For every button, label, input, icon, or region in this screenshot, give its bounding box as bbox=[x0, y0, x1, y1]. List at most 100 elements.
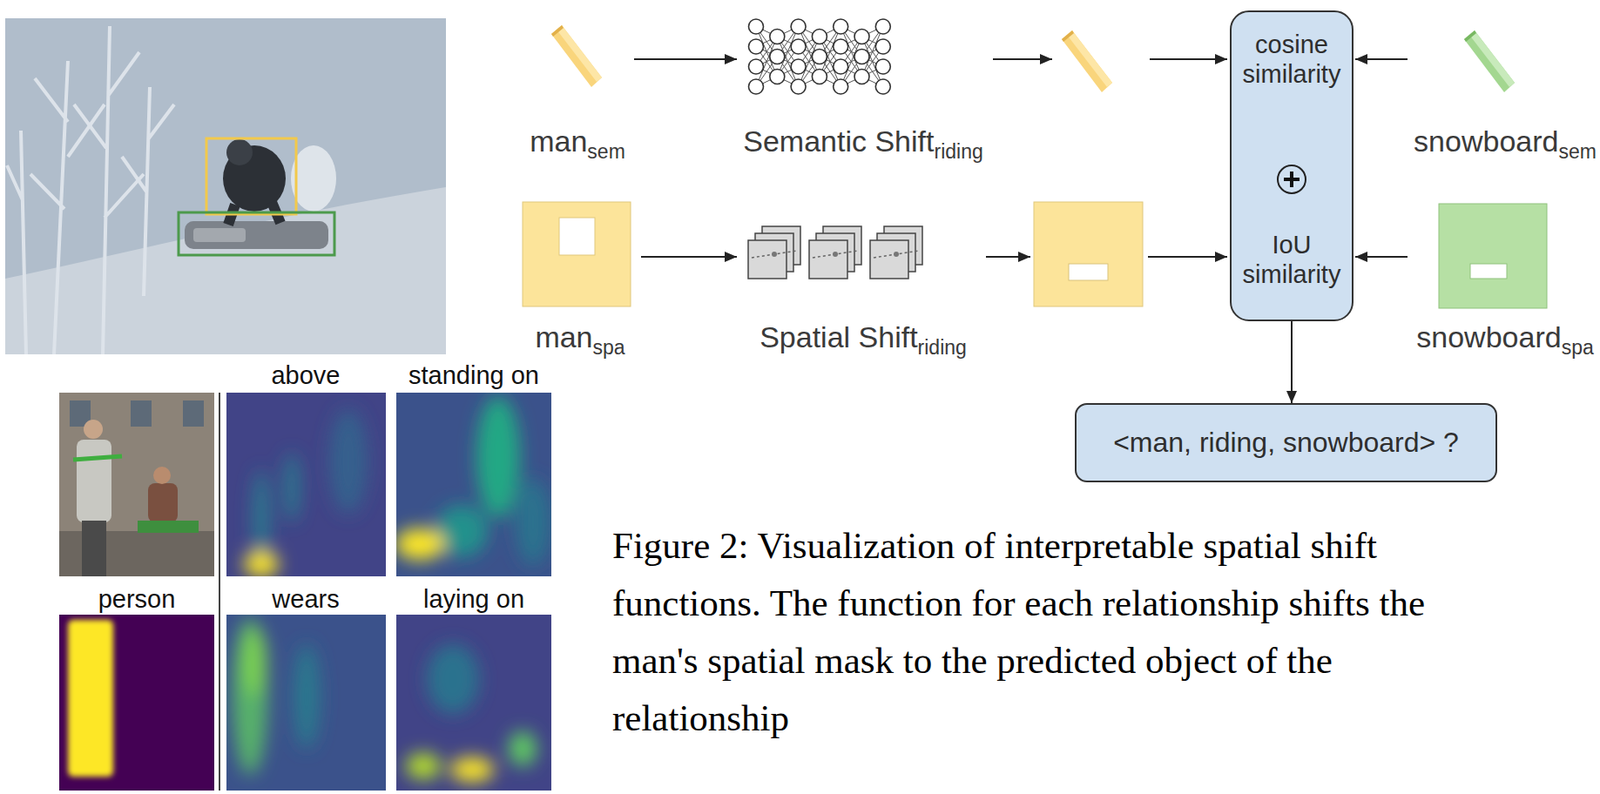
figure-caption: Figure 2: Visualization of interpretable… bbox=[612, 517, 1471, 748]
shift-dash bbox=[812, 250, 858, 258]
flow-arrow bbox=[985, 256, 1031, 258]
heat-blob bbox=[232, 618, 268, 776]
label-text: man bbox=[529, 124, 588, 158]
net-unit bbox=[749, 19, 764, 34]
photo-head bbox=[83, 419, 103, 439]
label-text: snowboard bbox=[1413, 124, 1559, 158]
flow-arrow bbox=[1355, 58, 1408, 61]
shifted-bar bbox=[1061, 30, 1113, 93]
photo-man bbox=[76, 439, 112, 523]
net-unit bbox=[749, 79, 764, 95]
heatmap-ground bbox=[396, 392, 552, 577]
plus-sign bbox=[1283, 171, 1300, 188]
panel-label: wears bbox=[222, 583, 389, 615]
mask-box bbox=[1068, 263, 1108, 281]
node-label: manspa bbox=[520, 316, 640, 369]
heat-blob bbox=[242, 627, 267, 697]
plus-symbol bbox=[1274, 162, 1310, 197]
heat-blob bbox=[435, 505, 488, 558]
flow-arrow bbox=[634, 58, 737, 61]
node-label: Spatial Shiftriding bbox=[738, 316, 988, 369]
shift-dot bbox=[893, 251, 899, 257]
subject-box bbox=[206, 138, 297, 215]
net-unit bbox=[769, 49, 785, 65]
flow-arrow bbox=[992, 58, 1053, 61]
net-unit bbox=[875, 79, 891, 95]
label-text: man bbox=[534, 320, 593, 354]
mask-square bbox=[1438, 203, 1547, 309]
mask-square bbox=[1033, 202, 1143, 307]
net-unit bbox=[811, 49, 827, 65]
label-text: snowboard bbox=[1416, 320, 1561, 354]
label-subscript: riding bbox=[933, 140, 983, 163]
panel-label: standing on bbox=[391, 359, 557, 392]
net-unit bbox=[790, 59, 806, 75]
shift-dot bbox=[832, 251, 838, 257]
node-icon bbox=[520, 198, 635, 317]
node-label: snowboardsem bbox=[1409, 120, 1600, 173]
label-subscript: spa bbox=[593, 336, 626, 359]
net-unit bbox=[854, 49, 870, 65]
photo-snow bbox=[5, 187, 446, 355]
shift-dash bbox=[873, 250, 919, 258]
net-unit bbox=[833, 59, 849, 75]
node-icon bbox=[1409, 15, 1596, 121]
mask-square bbox=[522, 202, 631, 307]
net-unit bbox=[790, 79, 806, 95]
heat-blob bbox=[515, 479, 551, 567]
icon-node: Semantic Shiftriding bbox=[738, 15, 988, 173]
heatmap-above bbox=[226, 392, 386, 577]
node-icon bbox=[738, 198, 983, 317]
icon-node: snowboardspa bbox=[1409, 198, 1600, 369]
object-box bbox=[178, 212, 335, 256]
label-subscript: spa bbox=[1561, 336, 1594, 359]
net-unit bbox=[749, 59, 764, 75]
heat-blob bbox=[476, 396, 520, 519]
net-unit bbox=[854, 69, 870, 85]
heat-blob bbox=[293, 644, 320, 750]
rider-head bbox=[226, 139, 253, 166]
icon-node: Spatial Shiftriding bbox=[738, 198, 988, 369]
box-text: IoU similarity bbox=[1235, 229, 1349, 290]
label-subscript: sem bbox=[1558, 140, 1596, 163]
bar-face bbox=[551, 25, 602, 88]
mask-box bbox=[559, 217, 595, 256]
heat-blob bbox=[426, 644, 480, 715]
net-unit bbox=[875, 19, 891, 34]
heatmap-ground bbox=[226, 392, 386, 577]
street-photo bbox=[59, 392, 215, 577]
heatmap-laying bbox=[396, 614, 552, 791]
net-unit bbox=[749, 39, 764, 55]
heatmap-ground bbox=[226, 614, 386, 791]
heatmap-standing bbox=[396, 392, 552, 577]
node-icon bbox=[1409, 198, 1596, 317]
shift-dash bbox=[751, 250, 797, 258]
net-unit bbox=[875, 39, 891, 55]
net-unit bbox=[790, 39, 806, 55]
separator-line bbox=[218, 392, 221, 791]
net-unit bbox=[833, 39, 849, 55]
net-unit bbox=[769, 69, 785, 85]
mask-rect bbox=[67, 620, 114, 777]
net-unit bbox=[811, 29, 827, 45]
snowboard-detail bbox=[193, 228, 246, 243]
snow-spray bbox=[290, 145, 337, 212]
bar-face bbox=[1464, 30, 1515, 93]
bar-cap bbox=[551, 25, 564, 37]
mask-person bbox=[59, 614, 215, 791]
node-label: Semantic Shiftriding bbox=[738, 120, 988, 173]
result-box: <man, riding, snowboard> ? bbox=[1074, 403, 1498, 483]
icon-node: manspa bbox=[520, 198, 640, 369]
heat-blob bbox=[450, 757, 494, 783]
flow-arrow bbox=[1149, 58, 1228, 61]
shift-dot bbox=[771, 251, 777, 257]
net-unit bbox=[811, 69, 827, 85]
label-text: Spatial Shift bbox=[759, 320, 918, 354]
panel-label: person bbox=[54, 583, 220, 615]
bar-highlight bbox=[1469, 30, 1515, 88]
net-unit bbox=[833, 79, 849, 95]
heat-blob bbox=[243, 551, 279, 577]
heatmap-ground bbox=[396, 614, 552, 791]
icon-node: snowboardsem bbox=[1409, 15, 1600, 173]
node-label: snowboardspa bbox=[1409, 316, 1600, 369]
